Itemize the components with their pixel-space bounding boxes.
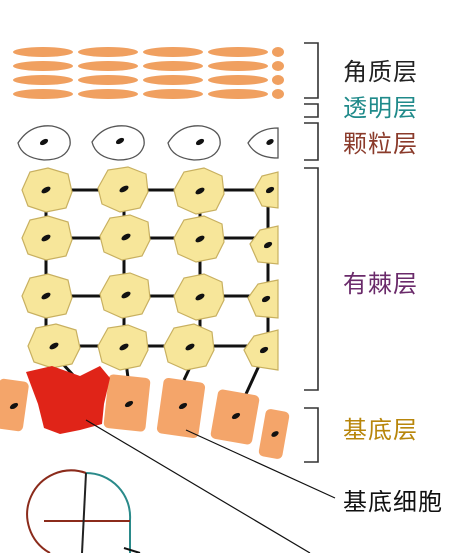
stratum-basale-nuclei (9, 400, 279, 437)
stratum-spinosum-links (44, 188, 278, 395)
callout-pointers (85, 419, 336, 553)
label-basal-cell: 基底细胞 (343, 490, 443, 514)
layer-brackets (304, 42, 319, 463)
stratum-corneum-cells (13, 47, 284, 99)
label-stratum-lucidum: 透明层 (343, 94, 418, 122)
stratum-spinosum-cells (21, 166, 279, 371)
label-stratum-corneum: 角质层 (343, 58, 418, 86)
stratum-spinosum-nuclei (41, 185, 275, 354)
stratum-granulosum-cells (17, 125, 279, 161)
label-stratum-granulosum: 颗粒层 (343, 130, 418, 158)
highlighted-basal-cell (26, 366, 110, 434)
label-stratum-spinosum: 有棘层 (343, 270, 418, 298)
label-stratum-basale: 基底层 (343, 416, 418, 444)
dividing-cell-illustration (26, 469, 141, 553)
